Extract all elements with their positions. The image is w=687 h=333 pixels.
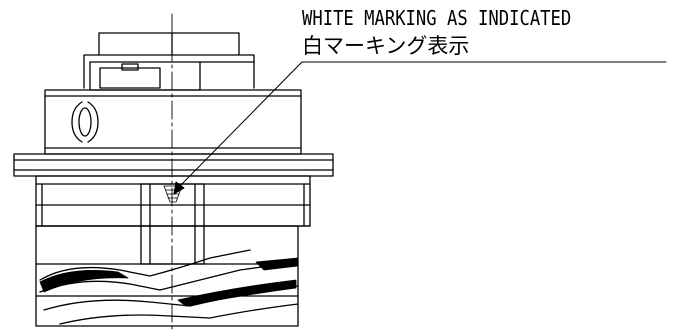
leader-line [173, 61, 667, 195]
top-cap [83, 32, 255, 91]
annotation-english: WHITE MARKING AS INDICATED [302, 6, 572, 30]
flange [13, 153, 334, 177]
upper-body [44, 89, 302, 155]
coupling-ring [35, 225, 299, 327]
annotation-japanese: 白マーキング表示 [302, 34, 470, 58]
oval-window [71, 101, 99, 143]
nut-body [35, 175, 311, 265]
